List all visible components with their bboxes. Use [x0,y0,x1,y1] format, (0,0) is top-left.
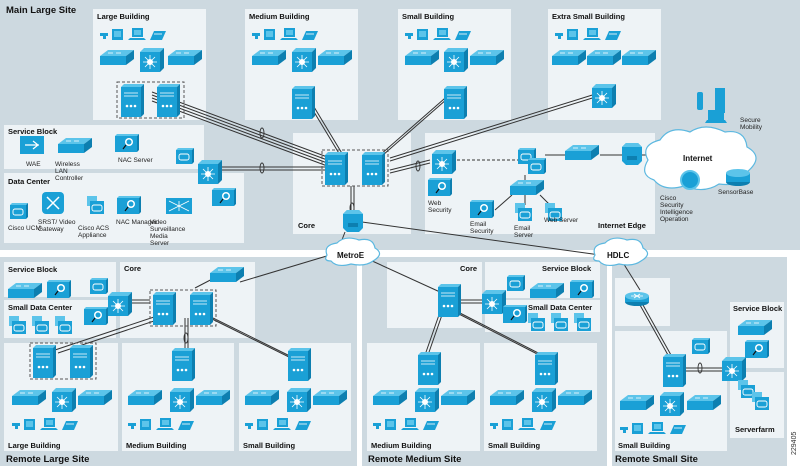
rm-medium-building-title: Medium Building [371,441,432,450]
main-site-title: Main Large Site [6,5,76,16]
rm-small-building-title: Small Building [488,441,541,450]
small-building-title: Small Building [402,12,455,21]
rs-service-block-title: Service Block [733,304,783,313]
hdlc-label: HDLC [607,251,629,260]
remote-large-site-title: Remote Large Site [6,454,89,465]
internet-label: Internet [683,154,713,163]
core-title: Core [298,221,315,230]
rl-large-building-title: Large Building [8,441,61,450]
metroe-cloud [325,237,381,267]
hdlc-cloud [593,237,649,267]
nac-manager-label: NAC Manager [116,219,158,226]
sensorbase-label: SensorBase [718,189,754,196]
rm-core-title: Core [460,264,477,273]
large-building-title: Large Building [97,12,150,21]
rl-small-building-title: Small Building [243,441,296,450]
wae-label: WAE [26,161,41,168]
rl-service-block-title: Service Block [8,265,58,274]
web-server-label: Web Server [544,217,579,224]
rl-medium-building-title: Medium Building [126,441,187,450]
rm-small-dc-title: Small Data Center [528,303,592,312]
devices [7,27,773,435]
metroe-label: MetroE [337,251,365,260]
rs-small-building-title: Small Building [618,441,671,450]
figure-id: 229405 [791,432,798,455]
rs-serverfarm-title: Serverfarm [735,425,775,434]
service-block-title: Service Block [8,127,58,136]
rl-core-title: Core [124,264,141,273]
data-center-title: Data Center [8,177,50,186]
internet-edge-title: Internet Edge [598,221,646,230]
medium-building-title: Medium Building [249,12,310,21]
remote-small-site-title: Remote Small Site [615,454,698,465]
cisco-ucm-label: Cisco UCM [8,225,41,232]
rl-small-dc-title: Small Data Center [8,303,72,312]
rm-service-block-title: Service Block [542,264,592,273]
extra-small-building-title: Extra Small Building [552,12,625,21]
remote-medium-site-title: Remote Medium Site [368,454,461,465]
labels: Main Large Site Remote Large Site Remote… [6,5,798,465]
nac-server-label: NAC Server [118,157,154,164]
rm-core-block [387,262,482,328]
